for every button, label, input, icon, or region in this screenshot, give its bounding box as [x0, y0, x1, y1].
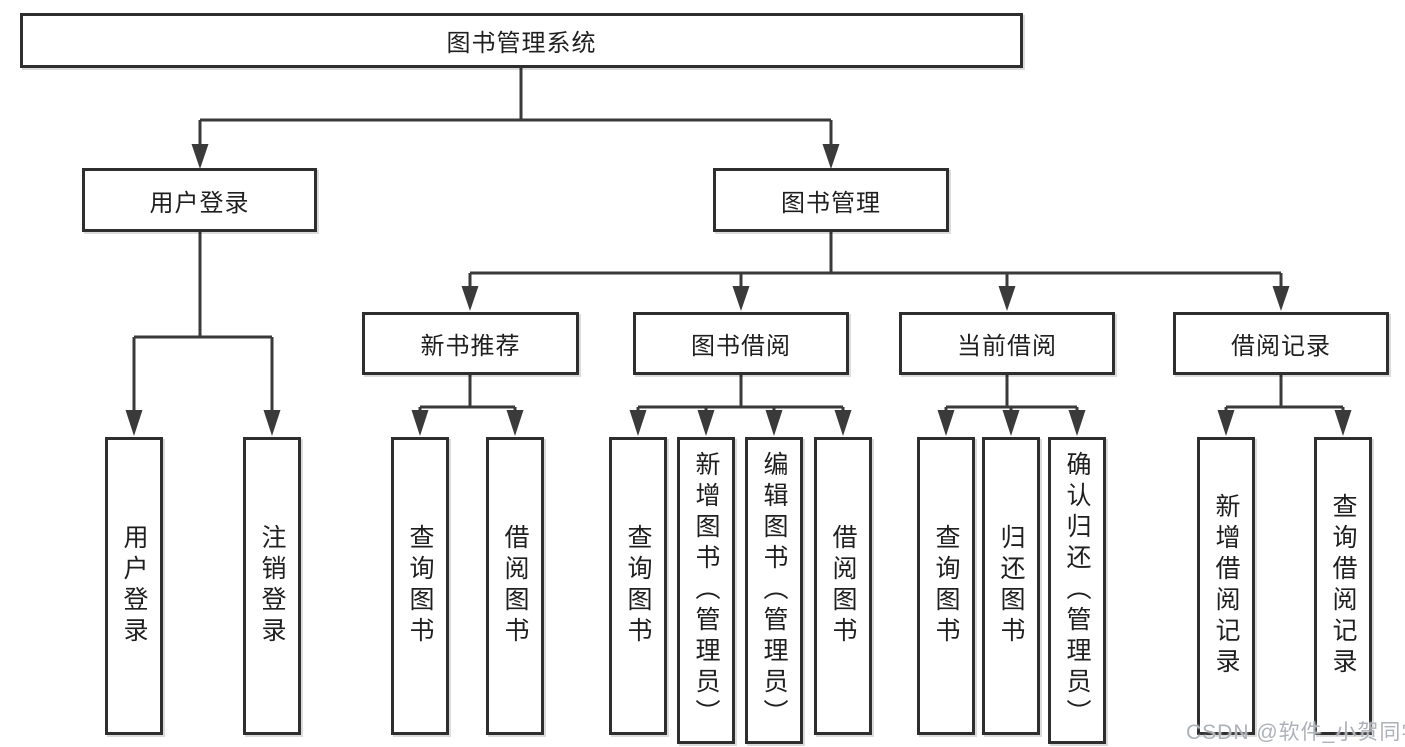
arrowhead-icon — [937, 410, 955, 436]
leaf-records-add-record: 新增借阅记录 — [1197, 437, 1255, 735]
connector-user-login-to-leaves — [125, 232, 281, 436]
node-user-login: 用户登录 — [82, 168, 317, 232]
connector-current-borrow-to-leaves — [937, 375, 1086, 436]
arrowhead-icon — [1217, 410, 1235, 436]
leaf-label: 确认归还（管理员） — [1063, 451, 1091, 730]
arrowhead-icon — [191, 144, 209, 169]
leaf-newbook-borrow-books: 借阅图书 — [486, 437, 544, 735]
arrowhead-icon — [1334, 410, 1352, 436]
node-borrow-records: 借阅记录 — [1173, 312, 1389, 375]
leaf-current-confirm-return-admin: 确认归还（管理员） — [1048, 437, 1106, 744]
node-book-borrow: 图书借阅 — [633, 312, 849, 375]
arrowhead-icon — [998, 286, 1016, 311]
arrowhead-icon — [697, 410, 715, 436]
node-book-management: 图书管理 — [713, 168, 949, 232]
arrowhead-icon — [1272, 286, 1290, 311]
connector-borrow-records-to-leaves — [1217, 375, 1352, 436]
node-label: 新书推荐 — [420, 333, 521, 360]
node-root-system: 图书管理系统 — [20, 13, 1023, 68]
leaf-label: 编辑图书（管理员） — [760, 451, 788, 730]
node-new-book-recommend: 新书推荐 — [362, 312, 579, 375]
arrowhead-icon — [125, 410, 143, 436]
watermark: CSDN @软件_小贺同学 — [1186, 721, 1405, 744]
arrowhead-icon — [1002, 410, 1020, 436]
connector-book-mgmt-to-level3 — [461, 232, 1290, 311]
arrowhead-icon — [822, 144, 840, 169]
leaf-label: 注销登录 — [258, 524, 286, 648]
leaf-label: 查询图书 — [624, 524, 652, 648]
leaf-logout: 注销登录 — [243, 437, 301, 735]
connector-root-to-level2 — [191, 68, 840, 169]
leaf-records-query-record: 查询借阅记录 — [1314, 437, 1372, 735]
arrowhead-icon — [506, 410, 524, 436]
leaf-borrow-query-books: 查询图书 — [609, 437, 667, 735]
leaf-current-return-books: 归还图书 — [982, 437, 1040, 735]
arrowhead-icon — [834, 410, 852, 436]
node-label: 借阅记录 — [1231, 333, 1331, 360]
leaf-label: 归还图书 — [997, 524, 1025, 648]
leaf-label: 用户登录 — [120, 524, 148, 648]
leaf-current-query-books: 查询图书 — [917, 437, 975, 735]
arrowhead-icon — [732, 286, 750, 311]
leaf-label: 查询借阅记录 — [1329, 493, 1357, 679]
arrowhead-icon — [1068, 410, 1086, 436]
leaf-borrow-borrow-books: 借阅图书 — [814, 437, 872, 735]
connector-book-borrow-to-leaves — [629, 375, 852, 436]
leaf-label: 查询图书 — [932, 524, 960, 648]
leaf-label: 新增借阅记录 — [1212, 493, 1240, 679]
node-label: 当前借阅 — [957, 333, 1057, 360]
leaf-label: 借阅图书 — [829, 524, 857, 648]
leaf-newbook-query-books: 查询图书 — [391, 437, 449, 735]
leaf-label: 查询图书 — [406, 524, 434, 648]
arrowhead-icon — [461, 286, 479, 311]
leaf-borrow-add-books-admin: 新增图书（管理员） — [677, 437, 735, 744]
node-label: 图书借阅 — [691, 333, 791, 360]
node-label: 图书管理 — [781, 189, 881, 217]
leaf-label: 借阅图书 — [501, 524, 529, 648]
leaf-label: 新增图书（管理员） — [692, 451, 720, 730]
node-current-borrow: 当前借阅 — [899, 312, 1115, 375]
arrowhead-icon — [629, 410, 647, 436]
leaf-user-login: 用户登录 — [105, 437, 163, 735]
node-label: 用户登录 — [149, 189, 250, 217]
connector-new-book-to-leaves — [411, 375, 524, 436]
arrowhead-icon — [411, 410, 429, 436]
leaf-borrow-edit-books-admin: 编辑图书（管理员） — [745, 437, 803, 744]
arrowhead-icon — [263, 410, 281, 436]
node-label: 图书管理系统 — [446, 30, 597, 57]
arrowhead-icon — [765, 410, 783, 436]
